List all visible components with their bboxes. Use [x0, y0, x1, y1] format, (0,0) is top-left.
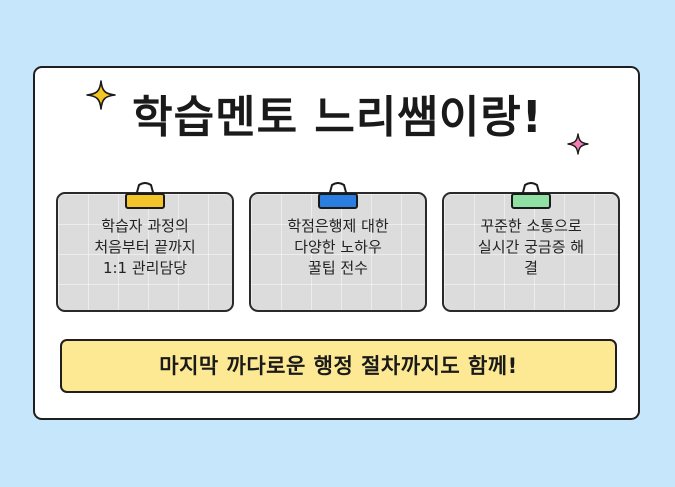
note-card-2: 학점은행제 대한 다양한 노하우 꿀팁 전수 — [249, 182, 427, 312]
note-text-3: 꾸준한 소통으로 실시간 궁금증 해 결 — [477, 217, 585, 277]
headline: 학습멘토 느리쌤이랑! — [132, 92, 543, 143]
note-card-3: 꾸준한 소통으로 실시간 궁금증 해 결 — [442, 182, 620, 312]
binder-clip-blue-icon — [318, 182, 358, 209]
sparkle-gold-icon — [86, 80, 116, 110]
note-card-1: 학습자 과정의 처음부터 끝까지 1:1 관리담당 — [56, 182, 234, 312]
note-text-1: 학습자 과정의 처음부터 끝까지 1:1 관리담당 — [94, 217, 196, 277]
banner: 마지막 까다로운 행정 절차까지도 함께! — [60, 339, 617, 393]
sparkle-pink-icon — [567, 133, 589, 155]
binder-clip-yellow-icon — [125, 182, 165, 209]
note-text-2: 학점은행제 대한 다양한 노하우 꿀팁 전수 — [287, 217, 389, 277]
binder-clip-green-icon — [511, 182, 551, 209]
